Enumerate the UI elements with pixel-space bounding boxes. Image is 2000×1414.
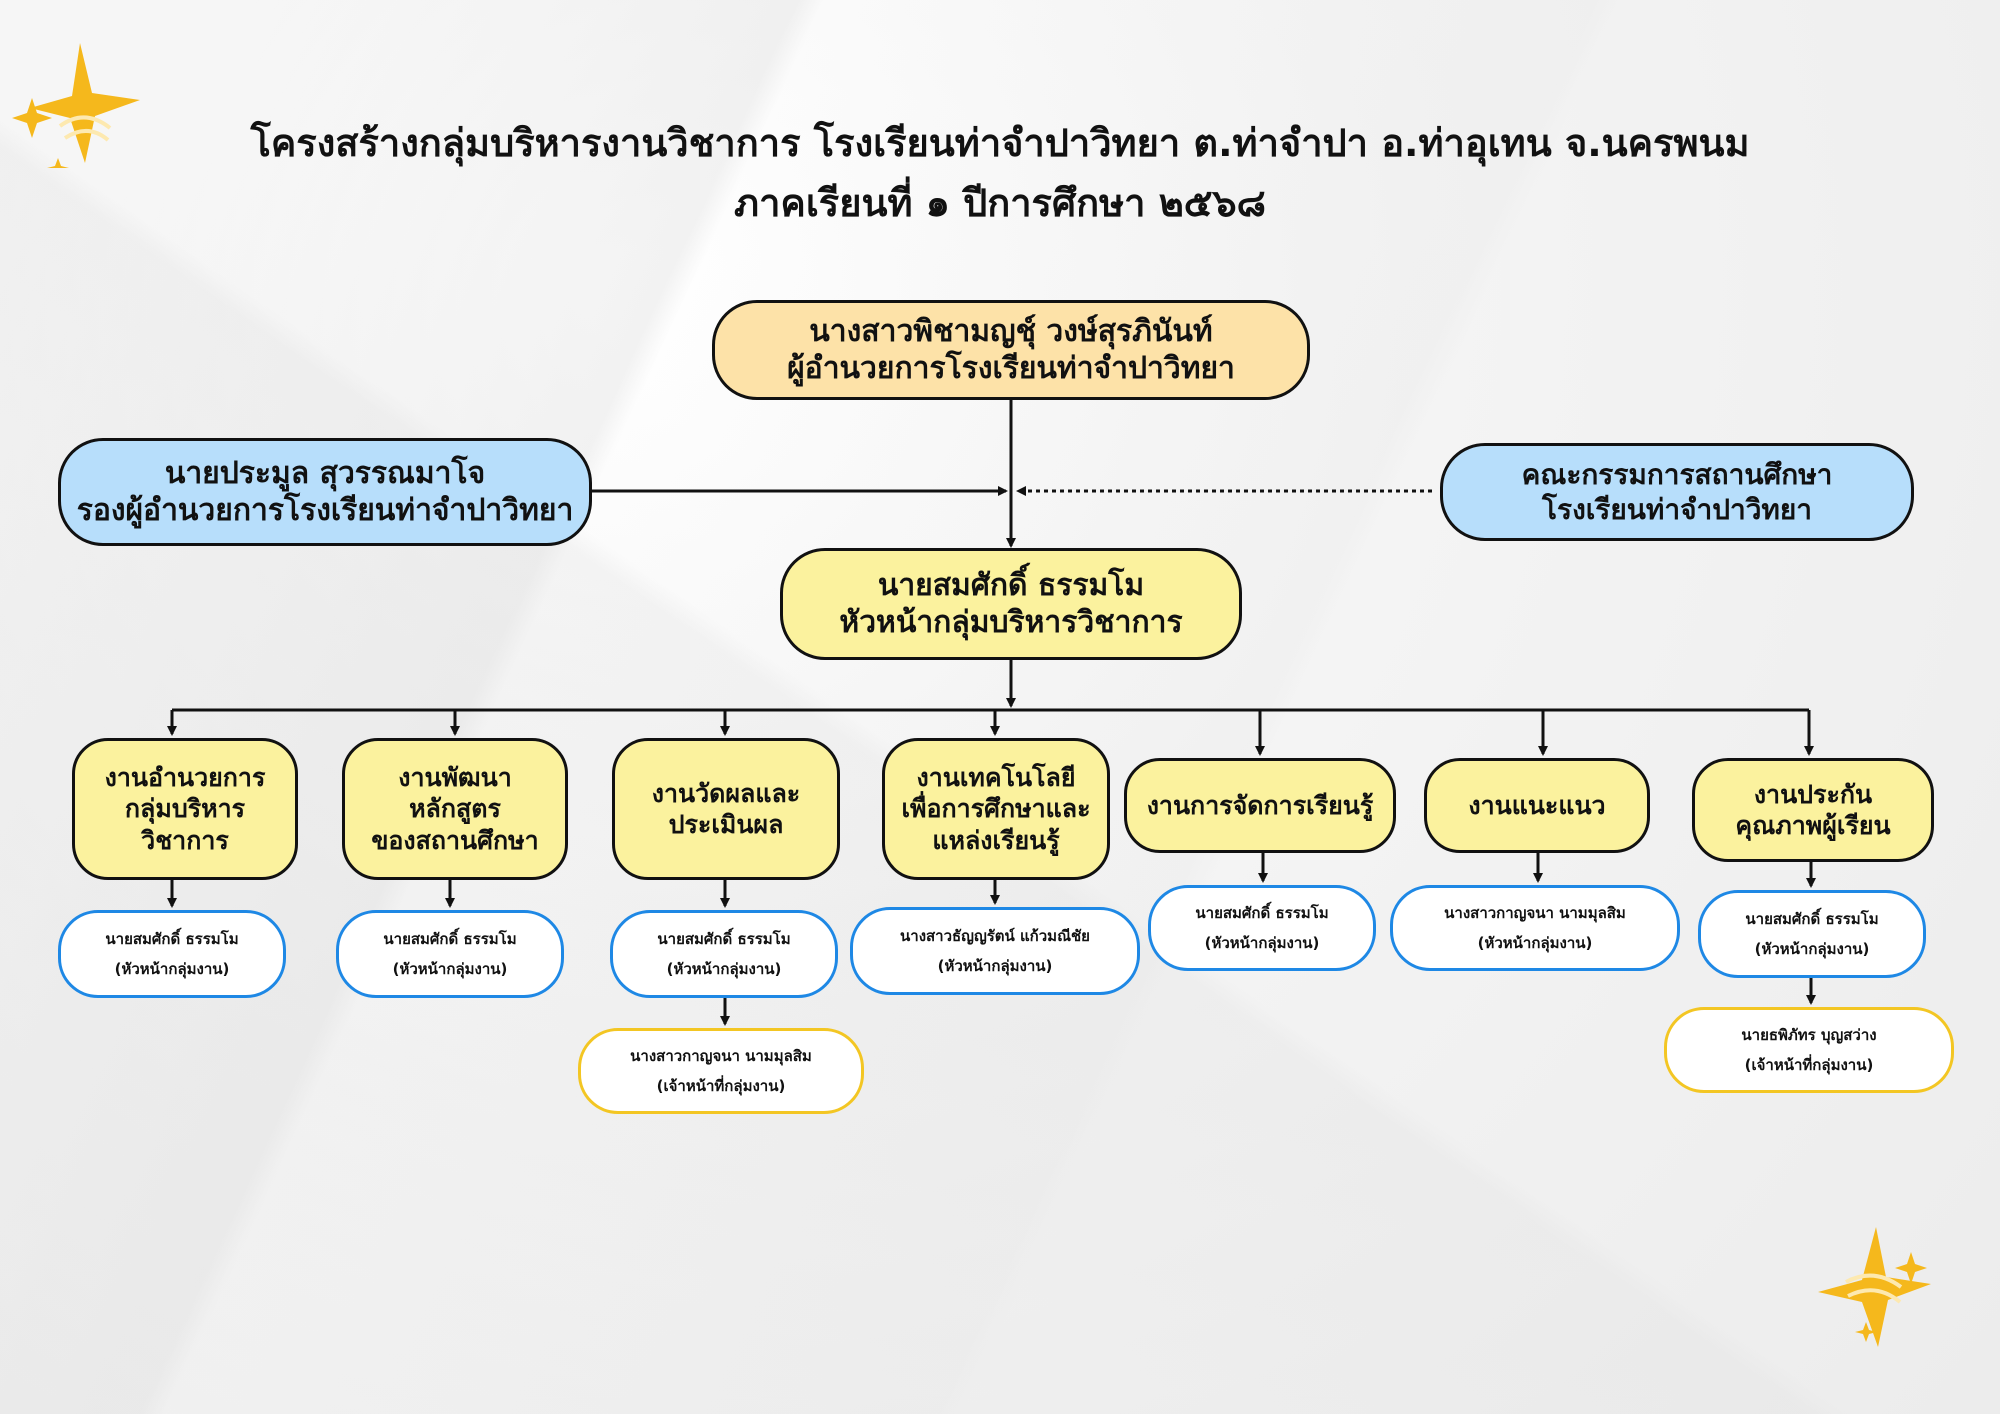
sparkle-icon — [1818, 1227, 1931, 1347]
staff-name: นางสาวกาญจนา นามมุลสิม — [630, 1047, 812, 1065]
staff-role: (หัวหน้ากลุ่มงาน) — [1477, 934, 1593, 952]
staff-box: นายธพิภัทร บุญสว่าง (เจ้าหน้าที่กลุ่มงาน… — [1664, 1007, 1954, 1093]
unit-box-2: งานพัฒนา หลักสูตร ของสถานศึกษา — [342, 738, 568, 880]
committee-line1: คณะกรรมการสถานศึกษา — [1521, 458, 1833, 491]
unit-box-6: งานแนะแนว — [1424, 758, 1650, 853]
staff-box: นายสมศักดิ์ ธรรมโม (หัวหน้ากลุ่มงาน) — [58, 910, 286, 998]
unit-label: งานพัฒนา — [398, 763, 512, 793]
staff-name: นายสมศักดิ์ ธรรมโม — [1745, 910, 1879, 928]
sparkle-icon — [12, 43, 140, 168]
unit-label: งานแนะแนว — [1468, 790, 1606, 820]
staff-box: นายสมศักดิ์ ธรรมโม (หัวหน้ากลุ่มงาน) — [610, 910, 838, 998]
staff-box: นางสาวกาญจนา นามมุลสิม (เจ้าหน้าที่กลุ่ม… — [578, 1028, 864, 1114]
staff-box: นางสาวกาญจนา นามมุลสิม (หัวหน้ากลุ่มงาน) — [1390, 885, 1680, 971]
staff-name: นางสาวกาญจนา นามมุลสิม — [1444, 904, 1626, 922]
staff-name: นายสมศักดิ์ ธรรมโม — [657, 930, 791, 948]
unit-label: เพื่อการศึกษาและ — [901, 794, 1091, 824]
staff-role: (หัวหน้ากลุ่มงาน) — [1754, 940, 1870, 958]
unit-label: ประเมินผล — [668, 810, 784, 839]
unit-box-7: งานประกัน คุณภาพผู้เรียน — [1692, 758, 1934, 862]
staff-box: นายสมศักดิ์ ธรรมโม (หัวหน้ากลุ่มงาน) — [1148, 885, 1376, 971]
deputy-name: นายประมูล สุวรรณมาโจ — [164, 455, 486, 491]
unit-label: คุณภาพผู้เรียน — [1735, 811, 1891, 840]
staff-name: นายสมศักดิ์ ธรรมโม — [105, 930, 239, 948]
committee-box: คณะกรรมการสถานศึกษา โรงเรียนท่าจำปาวิทยา — [1440, 443, 1914, 541]
staff-role: (หัวหน้ากลุ่มงาน) — [666, 960, 782, 978]
unit-box-5: งานการจัดการเรียนรู้ — [1124, 758, 1396, 853]
unit-label: แหล่งเรียนรู้ — [932, 825, 1060, 855]
unit-box-3: งานวัดผลและ ประเมินผล — [612, 738, 840, 880]
staff-name: นายธพิภัทร บุญสว่าง — [1741, 1026, 1877, 1044]
unit-label: หลักสูตร — [409, 794, 501, 824]
staff-role: (เจ้าหน้าที่กลุ่มงาน) — [656, 1077, 786, 1095]
unit-label: งานอำนวยการ — [104, 763, 266, 793]
unit-label: งานประกัน — [1753, 779, 1873, 809]
staff-name: นายสมศักดิ์ ธรรมโม — [383, 930, 517, 948]
staff-role: (หัวหน้ากลุ่มงาน) — [1204, 934, 1320, 952]
deputy-box: นายประมูล สุวรรณมาโจ รองผู้อำนวยการโรงเร… — [58, 438, 592, 546]
committee-line2: โรงเรียนท่าจำปาวิทยา — [1541, 493, 1813, 526]
staff-box: นายสมศักดิ์ ธรรมโม (หัวหน้ากลุ่มงาน) — [336, 910, 564, 998]
unit-box-4: งานเทคโนโลยี เพื่อการศึกษาและ แหล่งเรียน… — [882, 738, 1110, 880]
unit-label: งานการจัดการเรียนรู้ — [1146, 790, 1374, 820]
deputy-role: รองผู้อำนวยการโรงเรียนท่าจำปาวิทยา — [76, 493, 574, 528]
director-role: ผู้อำนวยการโรงเรียนท่าจำปาวิทยา — [787, 351, 1235, 386]
unit-label: กลุ่มบริหาร — [124, 794, 246, 824]
unit-label: ของสถานศึกษา — [371, 825, 539, 855]
unit-label: งานวัดผลและ — [651, 778, 801, 808]
head-role: หัวหน้ากลุ่มบริหารวิชาการ — [839, 605, 1183, 640]
staff-name: นางสาวธัญญรัตน์ แก้วมณีชัย — [900, 927, 1090, 945]
unit-box-1: งานอำนวยการ กลุ่มบริหาร วิชาการ — [72, 738, 298, 880]
staff-name: นายสมศักดิ์ ธรรมโม — [1195, 904, 1329, 922]
director-name: นางสาวพิชามญชุ์ วงษ์สุรภินันท์ — [809, 313, 1213, 349]
head-name: นายสมศักดิ์ ธรรมโม — [877, 567, 1145, 603]
staff-role: (หัวหน้ากลุ่มงาน) — [114, 960, 230, 978]
director-box: นางสาวพิชามญชุ์ วงษ์สุรภินันท์ ผู้อำนวยก… — [712, 300, 1310, 400]
head-box: นายสมศักดิ์ ธรรมโม หัวหน้ากลุ่มบริหารวิช… — [780, 548, 1242, 660]
unit-label: งานเทคโนโลยี — [916, 763, 1076, 793]
page-subtitle: ภาคเรียนที่ ๑ ปีการศึกษา ๒๕๖๘ — [734, 181, 1266, 225]
unit-label: วิชาการ — [141, 825, 229, 855]
staff-role: (หัวหน้ากลุ่มงาน) — [937, 957, 1053, 975]
staff-box: นางสาวธัญญรัตน์ แก้วมณีชัย (หัวหน้ากลุ่ม… — [850, 907, 1140, 995]
staff-role: (เจ้าหน้าที่กลุ่มงาน) — [1744, 1056, 1874, 1074]
staff-box: นายสมศักดิ์ ธรรมโม (หัวหน้ากลุ่มงาน) — [1698, 890, 1926, 978]
staff-role: (หัวหน้ากลุ่มงาน) — [392, 960, 508, 978]
page-title: โครงสร้างกลุ่มบริหารงานวิชาการ โรงเรียนท… — [250, 121, 1750, 165]
